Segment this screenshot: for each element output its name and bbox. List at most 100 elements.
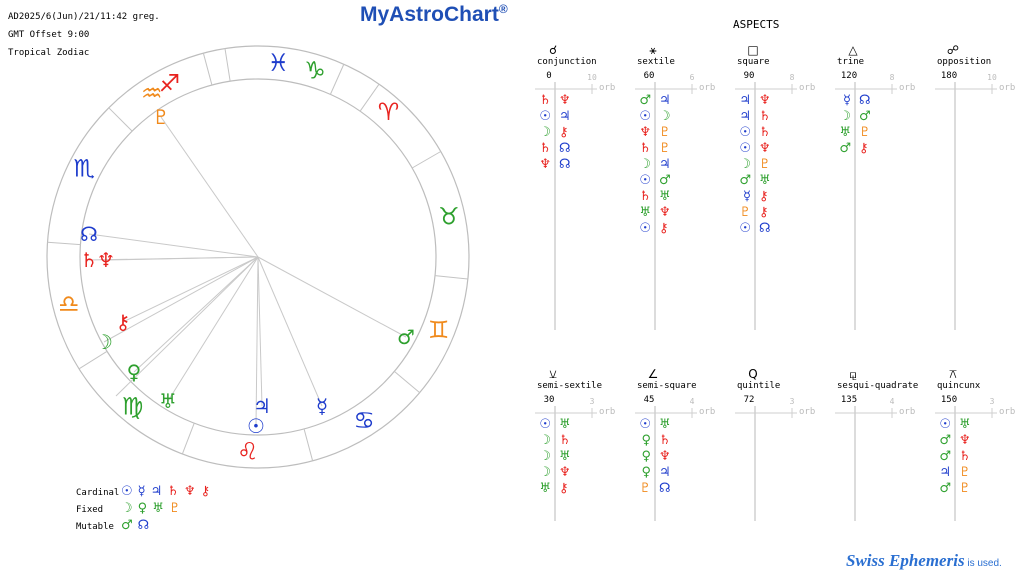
gemini-sign-icon: ♊	[428, 316, 450, 344]
uranus-icon[interactable]: ♅	[159, 389, 177, 413]
aspect-planet-b-icon: ☊	[659, 481, 671, 496]
aspect-pair[interactable]: ♀♄	[641, 433, 670, 448]
aspect-pair[interactable]: ☉♃	[539, 109, 570, 124]
aspect-pair[interactable]: ☉♅	[539, 417, 570, 432]
sesqui-quadrate-icon: ⚼	[849, 367, 857, 381]
aspect-planet-b-icon: ♇	[959, 465, 971, 480]
aspect-planet-a-icon: ♂	[639, 93, 651, 108]
aspect-pair[interactable]: ♆☊	[539, 157, 570, 172]
aspect-pair[interactable]: ♂♅	[739, 173, 770, 188]
aspect-pair[interactable]: ☽♇	[739, 157, 770, 172]
aspect-planet-b-icon: ♆	[559, 93, 571, 108]
jupiter-line	[257, 256, 263, 407]
aspect-planet-b-icon: ♂	[859, 109, 871, 124]
aspect-pair[interactable]: ♃♄	[739, 109, 770, 124]
orb-value: 8	[790, 73, 795, 82]
inner-ring	[79, 78, 437, 436]
aspect-pair[interactable]: ♃♆	[739, 93, 770, 108]
semi-sextile-icon: ⚺	[549, 367, 557, 381]
opposition-icon: ☍	[947, 43, 959, 57]
swiss-ephemeris-credit[interactable]: Swiss Ephemeris is used.	[846, 551, 1002, 571]
aspect-pair[interactable]: ♅♇	[839, 125, 870, 140]
sign-divider	[47, 241, 81, 246]
aspect-pair[interactable]: ☿⚷	[743, 189, 769, 204]
aspect-planet-b-icon: ♄	[659, 433, 671, 448]
sign-divider	[181, 422, 195, 455]
sign-divider	[303, 428, 314, 461]
saturn-icon[interactable]: ♄	[80, 248, 98, 272]
aspect-pair[interactable]: ☿☊	[843, 93, 871, 108]
pluto-icon[interactable]: ♇	[152, 105, 170, 129]
neptune-icon[interactable]: ♆	[97, 248, 115, 272]
aspect-pair[interactable]: ☉♅	[939, 417, 970, 432]
aspect-planet-a-icon: ☽	[539, 433, 551, 448]
aspect-planet-a-icon: ☉	[639, 417, 651, 432]
aries-sign-icon: ♈	[378, 98, 400, 126]
moon-icon[interactable]: ☽	[95, 330, 113, 354]
aspect-pair[interactable]: ♃♇	[939, 465, 970, 480]
aspect-pair[interactable]: ☉☽	[639, 109, 670, 124]
aspect-pair[interactable]: ☉♅	[639, 417, 670, 432]
aspect-planet-a-icon: ♂	[939, 481, 951, 496]
aspect-pair[interactable]: ☉♆	[739, 141, 770, 156]
orb-label: orb	[999, 83, 1015, 93]
aspect-pair[interactable]: ♂⚷	[839, 141, 868, 156]
quintile-icon: Q	[748, 367, 757, 381]
aspect-pair[interactable]: ♂♆	[939, 433, 970, 448]
aspect-pair[interactable]: ♆♇	[639, 125, 670, 140]
legend-planet-icon: ♂	[121, 518, 133, 533]
chiron-icon[interactable]: ⚷	[116, 310, 131, 334]
aspect-planet-b-icon: ⚷	[559, 481, 569, 496]
aspect-name: square	[737, 57, 770, 67]
aspect-pair[interactable]: ☽♂	[839, 109, 870, 124]
orb-value: 4	[690, 397, 695, 406]
aspect-planet-b-icon: ⚷	[759, 189, 769, 204]
aspect-pair[interactable]: ☉♂	[639, 173, 670, 188]
aspect-planet-a-icon: ♃	[939, 465, 951, 480]
orb-value: 3	[590, 397, 595, 406]
legend-planet-icon: ☿	[137, 484, 146, 499]
aspect-pair[interactable]: ☽⚷	[539, 125, 568, 140]
capricorn-sign-icon: ♑	[304, 57, 326, 85]
venus-icon[interactable]: ♀	[127, 360, 142, 384]
aspect-pair[interactable]: ♂♃	[639, 93, 670, 108]
aspect-pair[interactable]: ♂♄	[939, 449, 970, 464]
scorpio-sign-icon: ♏	[73, 154, 95, 182]
sign-divider	[108, 107, 133, 132]
sun-icon[interactable]: ☉	[247, 414, 265, 438]
aspect-pair[interactable]: ♄☊	[539, 141, 570, 156]
mercury-icon[interactable]: ☿	[316, 394, 328, 418]
aspect-pair[interactable]: ♄♇	[639, 141, 670, 156]
aspect-pair[interactable]: ☽♆	[539, 465, 570, 480]
aspect-pair[interactable]: ☉♄	[739, 125, 770, 140]
aspect-pair[interactable]: ♀♆	[641, 449, 670, 464]
aspect-planet-b-icon: ⚷	[559, 125, 569, 140]
aspect-pair[interactable]: ♄♆	[539, 93, 570, 108]
aspect-pair[interactable]: ♂♇	[939, 481, 970, 496]
aspect-pair[interactable]: ♄♅	[639, 189, 670, 204]
aspect-name: conjunction	[537, 57, 597, 67]
aspect-pair[interactable]: ☉⚷	[639, 221, 668, 236]
aspect-pair[interactable]: ♅⚷	[539, 481, 568, 496]
jupiter-icon[interactable]: ♃	[253, 394, 271, 418]
brand-logo[interactable]: MyAstroChart®	[360, 2, 508, 27]
virgo-sign-icon: ♍	[122, 392, 144, 420]
node-icon[interactable]: ☊	[80, 222, 98, 246]
sign-divider	[78, 350, 108, 370]
aspect-pair[interactable]: ☽♄	[539, 433, 570, 448]
aspect-planet-a-icon: ☉	[739, 221, 751, 236]
aspect-planet-a-icon: ♅	[539, 481, 551, 496]
aspect-pair[interactable]: ♅♆	[639, 205, 670, 220]
aspect-pair[interactable]: ☉☊	[739, 221, 770, 236]
aspect-pair[interactable]: ♀♃	[641, 465, 670, 480]
aspect-pair[interactable]: ☽♅	[539, 449, 570, 464]
aspect-name: quintile	[737, 381, 780, 391]
aspect-planet-a-icon: ♄	[539, 93, 551, 108]
aspect-planet-a-icon: ♆	[539, 157, 551, 172]
mars-icon[interactable]: ♂	[397, 325, 415, 349]
aspect-angle: 150	[941, 395, 957, 405]
aspect-planet-a-icon: ♅	[839, 125, 851, 140]
aspect-pair[interactable]: ♇☊	[639, 481, 670, 496]
aspect-pair[interactable]: ♇⚷	[739, 205, 768, 220]
aspect-pair[interactable]: ☽♃	[639, 157, 670, 172]
